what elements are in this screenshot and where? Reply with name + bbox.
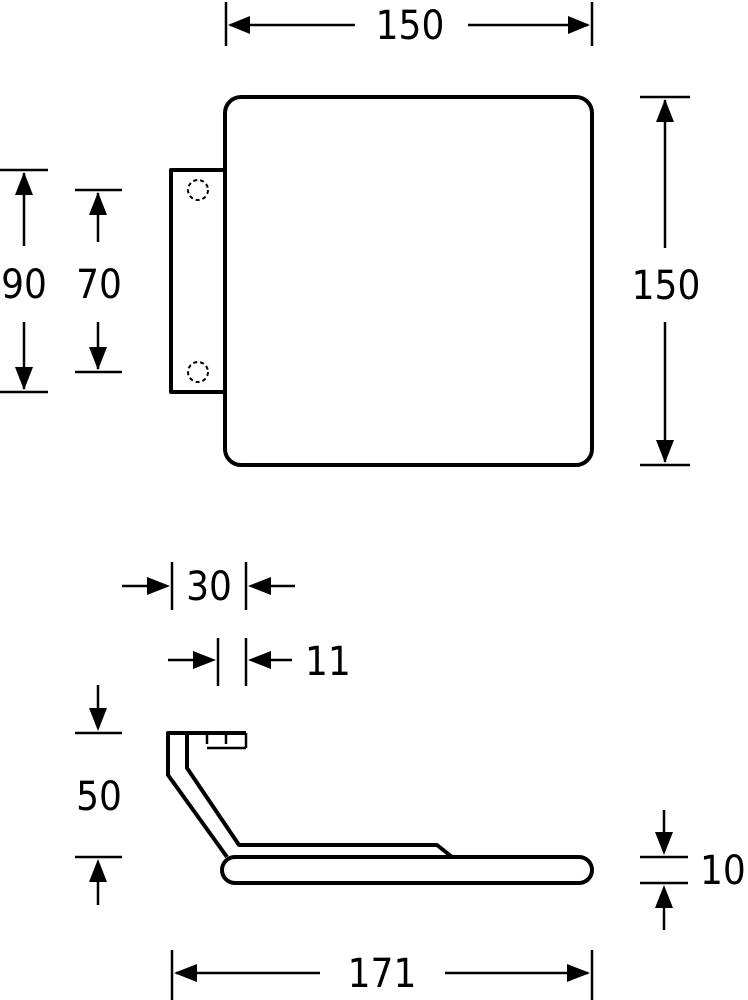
dim-outer-mount: 90	[0, 168, 48, 394]
top-view	[169, 95, 594, 467]
screw-hole-top	[187, 179, 209, 201]
dim-label-inner-mount: 70	[76, 262, 122, 308]
dim-top-width: 150	[224, 2, 594, 49]
dim-label-top-height: 150	[632, 263, 701, 309]
dim-seat-thickness: 10	[640, 810, 746, 930]
dim-label-overall-depth: 171	[348, 951, 417, 997]
dim-inner-mount: 70	[75, 188, 122, 374]
dim-top-height: 150	[632, 95, 701, 467]
screw-hole-bottom	[187, 361, 209, 383]
dim-mount-depth: 30	[122, 562, 295, 610]
side-view	[166, 731, 594, 885]
seat-plate-outline	[223, 95, 594, 467]
dim-label-bracket-thickness: 11	[305, 639, 351, 685]
dim-label-outer-mount: 90	[1, 262, 47, 308]
dim-bracket-thickness: 11	[168, 638, 351, 686]
dim-label-mount-depth: 30	[186, 564, 232, 610]
mounting-bracket-outline	[169, 168, 225, 394]
dim-label-side-height: 50	[76, 774, 122, 820]
dim-side-height: 50	[75, 685, 122, 905]
side-bracket-outline	[166, 731, 454, 859]
side-seat-outline	[220, 855, 594, 885]
dim-label-top-width: 150	[376, 3, 445, 49]
dim-overall-depth: 171	[170, 950, 594, 1000]
dim-label-seat-thickness: 10	[700, 848, 746, 894]
